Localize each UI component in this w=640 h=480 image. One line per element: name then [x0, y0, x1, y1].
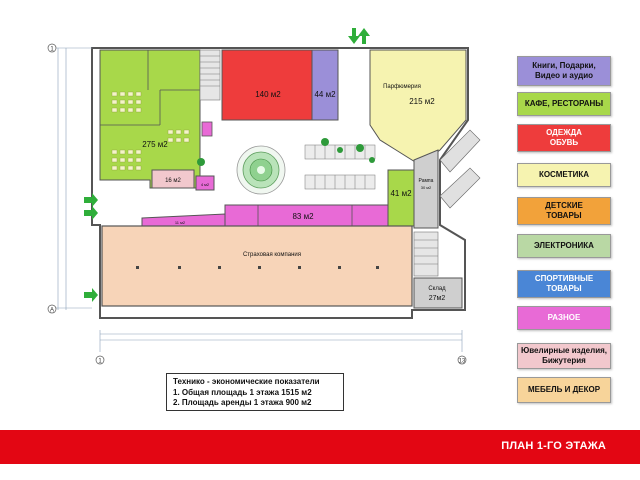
axis-label-left-bottom: A [50, 308, 54, 314]
tech-line-total: 1. Общая площадь 1 этажа 1515 м2 [173, 387, 312, 397]
legend-item: ДЕТСКИЕ ТОВАРЫ [517, 197, 611, 225]
axis-label-bottom-right: 13 [459, 359, 466, 365]
room-ramp [413, 149, 439, 229]
room-jewelry [151, 169, 195, 189]
room-small-misc [195, 175, 215, 191]
label-cafe-area: 275 м2 [142, 140, 168, 149]
label-books-area: 44 м2 [314, 90, 336, 99]
label-storage-name: Склад [428, 286, 446, 292]
label-jewelry-area: 16 м2 [165, 178, 181, 184]
footer-bar: ПЛАН 1-ГО ЭТАЖА [0, 430, 640, 464]
fountain [236, 145, 286, 195]
legend-item: Ювелирные изделия, Бижутерия [517, 343, 611, 369]
axis-markers [47, 43, 467, 365]
label-ramp-area: 30 м2 [421, 185, 432, 190]
tech-indicators-box: Технико - экономические показатели 1. Об… [166, 373, 344, 411]
legend-item: КОСМЕТИКА [517, 163, 611, 187]
legend-item: Книги, Подарки, Видео и аудио [517, 56, 611, 86]
room-books [311, 49, 339, 121]
label-kids-area: 41 м2 [390, 189, 412, 198]
cafe-partitions [100, 50, 200, 126]
legend-item: СПОРТИВНЫЕ ТОВАРЫ [517, 270, 611, 298]
label-clothing-area: 140 м2 [255, 90, 281, 99]
tech-title: Технико - экономические показатели [173, 377, 320, 386]
insurance-columns [136, 266, 379, 269]
axis-label-top-left: 1 [50, 47, 54, 53]
tech-line-rent: 2. Площадь аренды 1 этажа 900 м2 [173, 398, 312, 407]
legend-item: КАФЕ, РЕСТОРАНЫ [517, 92, 611, 116]
legend-item: МЕБЕЛЬ И ДЕКОР [517, 377, 611, 403]
room-misc-tiny [201, 121, 213, 137]
entrance-arrow-icons [84, 28, 370, 302]
label-perfumery-area: 215 м2 [409, 97, 435, 106]
room-insurance [101, 225, 413, 307]
label-small-area: 4 м2 [201, 182, 210, 187]
plant-icons [197, 138, 375, 166]
label-misc-area: 83 м2 [292, 212, 314, 221]
label-storage-area: 27м2 [429, 295, 446, 302]
footer-title: ПЛАН 1-ГО ЭТАЖА [501, 440, 606, 452]
room-clothing [221, 49, 313, 121]
axis-label-bottom-left: 1 [98, 359, 102, 365]
stairs-bottom-right [413, 231, 439, 277]
legend-item: ЭЛЕКТРОНИКА [517, 234, 611, 258]
dimension-lines [54, 47, 463, 352]
legend-item: РАЗНОЕ [517, 306, 611, 330]
loading-docks [439, 129, 481, 209]
label-strip-area: 11 м2 [175, 220, 186, 225]
legend-item: ОДЕЖДА ОБУВЬ [517, 124, 611, 152]
room-storage [413, 277, 463, 309]
label-insurance-name: Страховая компания [243, 252, 301, 258]
cafe-tables [111, 91, 190, 171]
label-perfumery-name: Парфюмерия [383, 84, 421, 90]
label-ramp-name: Рампа [419, 178, 434, 184]
stairs-top-left [199, 49, 221, 101]
room-kids [387, 169, 415, 227]
